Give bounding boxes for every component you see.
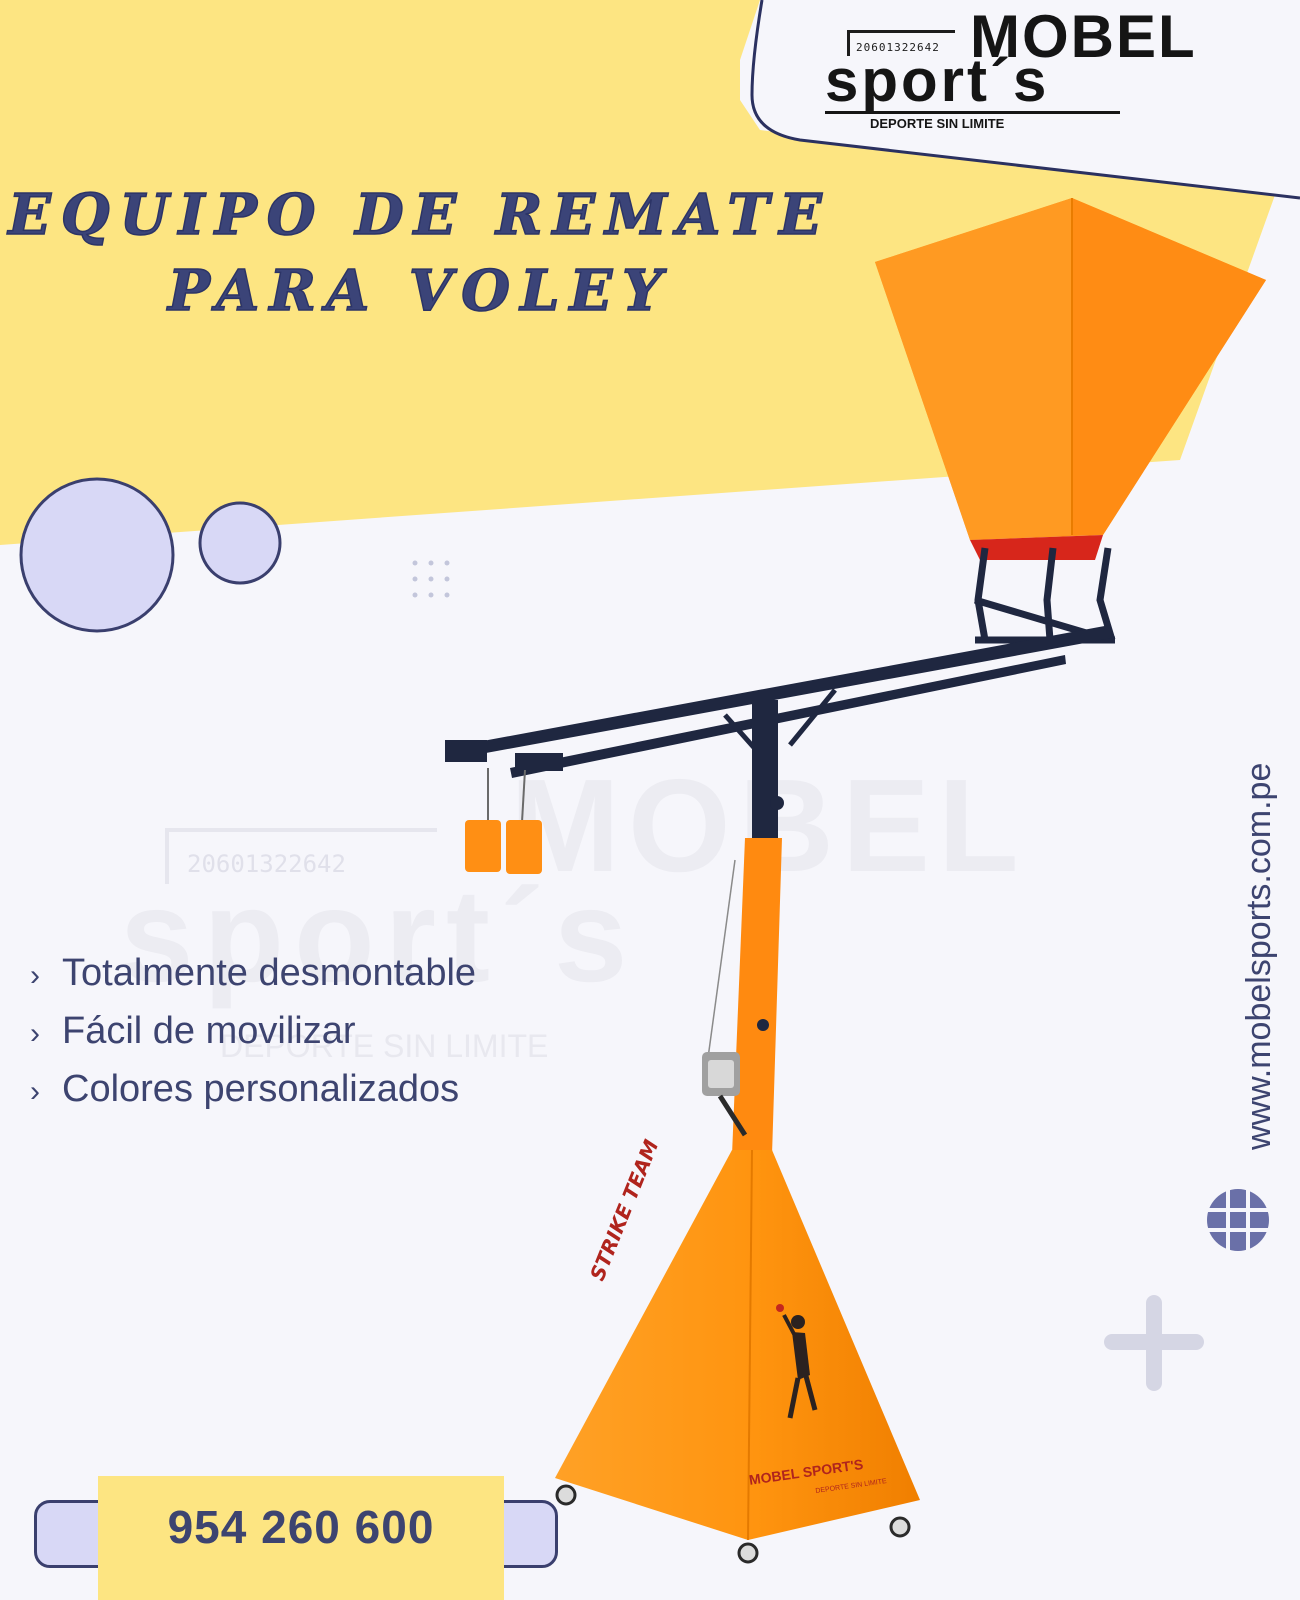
dot-grid (412, 560, 450, 598)
big-circle (19, 477, 175, 633)
small-circle (198, 501, 282, 585)
logo-underline (825, 111, 1120, 114)
phone-number[interactable]: 954 260 600 (167, 1501, 435, 1553)
hopper-support (974, 547, 1116, 644)
headline-line-2-text: PARA VOLEY (167, 257, 673, 325)
chevron-right-icon: › (30, 959, 40, 992)
logo-id-number: 20601322642 (847, 30, 955, 56)
plus-icon (1104, 1295, 1204, 1391)
logo-tagline: DEPORTE SIN LIMITE (870, 116, 1005, 131)
mast (702, 700, 784, 1155)
feature-item-1: › Totalmente desmontable (30, 952, 476, 995)
logo-sports: sport´s (825, 47, 1050, 114)
website-url[interactable]: www.mobelsports.com.pe (1240, 762, 1278, 1150)
feature-item-2: › Fácil de movilizar (30, 1010, 356, 1053)
globe-icon (1207, 1189, 1269, 1251)
hanging-weights (465, 768, 542, 874)
logo-card-outline (750, 0, 1300, 200)
watermark-id: 20601322642 (165, 828, 437, 884)
feature-item-3: › Colores personalizados (30, 1068, 459, 1111)
feature-text: Totalmente desmontable (62, 952, 477, 994)
feature-text: Fácil de movilizar (62, 1010, 356, 1052)
logo-mobel: MOBEL (970, 3, 1197, 70)
chevron-right-icon: › (30, 1017, 40, 1050)
logo-card (752, 0, 1300, 198)
pyramid-base (555, 1149, 920, 1564)
headline-line-1-text: EQUIPO DE REMATE (7, 181, 832, 249)
feature-text: Colores personalizados (62, 1068, 460, 1110)
wheels (555, 1484, 911, 1564)
headline-line-1: EQUIPO DE REMATE (0, 181, 840, 249)
ball-hopper (875, 198, 1266, 560)
brand-logo: 20601322642 MOBEL sport´s DEPORTE SIN LI… (825, 3, 1275, 138)
headline-line-2: PARA VOLEY (70, 257, 770, 325)
player-silhouette (776, 1304, 818, 1419)
watermark-sports: sport´s (120, 862, 638, 1009)
watermark-tagline: DEPORTE SIN LIMITE (220, 1028, 549, 1064)
phone-box (98, 1476, 504, 1600)
chevron-right-icon: › (30, 1075, 40, 1108)
boom-arm (445, 625, 1112, 778)
